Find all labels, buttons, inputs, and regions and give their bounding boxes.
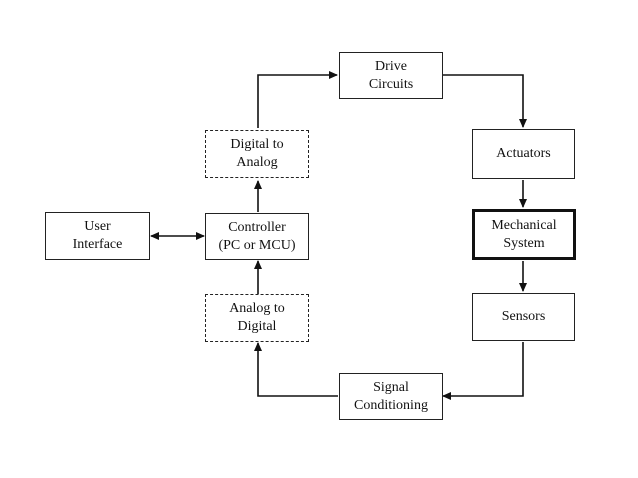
block-user-interface-line-1: User <box>84 219 111 234</box>
block-analog-to-digital-line-2: Digital <box>237 319 277 334</box>
block-mechanical-system: Mechanical System <box>472 209 576 260</box>
block-sensors: Sensors <box>472 293 575 341</box>
block-analog-to-digital-line-1: Analog to <box>229 301 285 316</box>
block-controller-line-2: (PC or MCU) <box>218 237 296 253</box>
connector-drive-circuits-to-actuators <box>442 74 527 128</box>
connector-dac-to-drive-circuits <box>257 71 338 128</box>
connector-signal-conditioning-to-adc <box>254 342 338 397</box>
block-drive-circuits-line-2: Circuits <box>368 76 414 92</box>
block-signal-conditioning-line-2: Conditioning <box>354 397 428 413</box>
block-user-interface: User Interface <box>45 212 150 260</box>
block-controller-line-1: Controller <box>228 219 286 235</box>
connector-sensors-to-signal-conditioning <box>442 342 524 400</box>
block-digital-to-analog: Digital to Analog <box>205 130 309 178</box>
block-signal-conditioning: Signal Conditioning <box>339 373 443 420</box>
block-digital-to-analog-line-1: Digital to <box>230 137 284 152</box>
block-actuators: Actuators <box>472 129 575 179</box>
block-sensors-line-1: Sensors <box>501 309 546 324</box>
block-controller: Controller (PC or MCU) <box>205 213 309 260</box>
block-user-interface-line-2: Interface <box>72 237 123 252</box>
block-digital-to-analog-line-2: Analog <box>236 155 278 170</box>
block-drive-circuits: Drive Circuits <box>339 52 443 99</box>
block-actuators-line-1: Actuators <box>496 146 551 161</box>
block-signal-conditioning-line-1: Signal <box>373 379 409 395</box>
block-mechanical-system-line-1: Mechanical <box>491 217 557 233</box>
block-drive-circuits-line-1: Drive <box>375 58 407 74</box>
block-mechanical-system-line-2: System <box>503 235 545 251</box>
block-analog-to-digital: Analog to Digital <box>205 294 309 342</box>
